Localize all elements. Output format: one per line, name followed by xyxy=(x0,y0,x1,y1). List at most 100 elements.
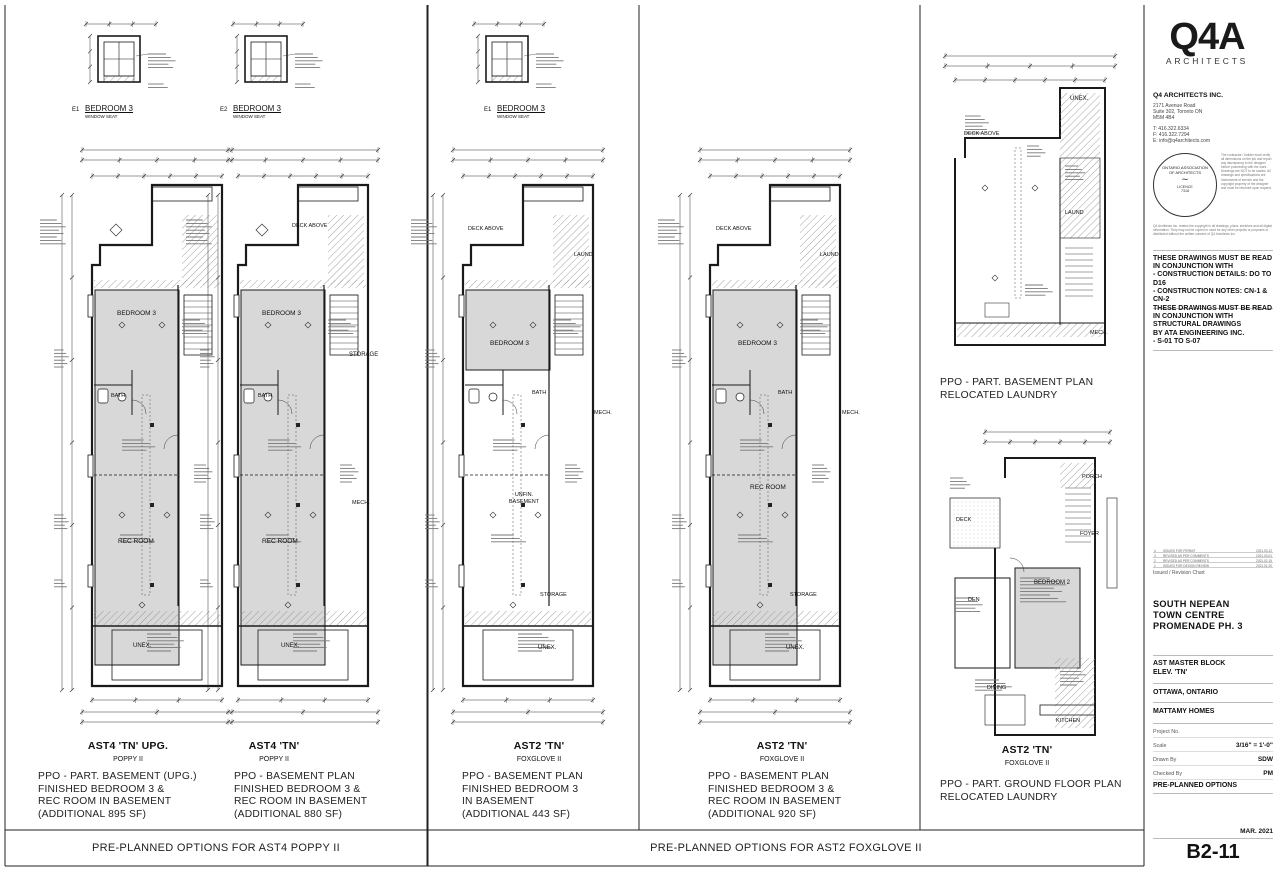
copyright: Q4 Architects Inc. retains the copyright… xyxy=(1153,224,1272,237)
desc-line: REC ROOM IN BASEMENT xyxy=(234,796,368,807)
room-label-bedroom3: BEDROOM 3 xyxy=(490,340,530,347)
light-symbol xyxy=(264,321,272,329)
stair xyxy=(554,294,584,356)
room-label-deck: DECK xyxy=(956,517,972,523)
toilet xyxy=(243,388,255,404)
field-row: Scale 3/16" = 1'-0" xyxy=(1153,738,1273,752)
light-symbol xyxy=(776,321,784,329)
title-block: Q4A ARCHITECTS Q4 ARCHITECTS INC. 2171 A… xyxy=(1146,5,1276,866)
window xyxy=(458,564,465,588)
unex-box xyxy=(729,629,821,681)
dimension-tick xyxy=(475,33,481,39)
plan-subtitle: FOXGLOVE II xyxy=(1004,760,1050,767)
revision-date: 2021.01.20 xyxy=(1256,563,1272,568)
detail-tag: E1 xyxy=(72,107,80,113)
dimension-tick xyxy=(69,357,75,363)
door-swing xyxy=(277,399,293,415)
room-label-unfin: UNFIN. BASEMENT xyxy=(508,492,540,505)
dimension-tick xyxy=(687,687,693,693)
plan-title-block-3: AST2 'TN' FOXGLOVE II xyxy=(489,740,589,763)
dimension-tick xyxy=(440,522,446,528)
window xyxy=(705,294,712,318)
plan-title-block-4: AST2 'TN' FOXGLOVE II xyxy=(732,740,832,763)
light-symbol xyxy=(138,601,146,609)
sheet-name: PRE-PLANNED OPTIONS xyxy=(1153,782,1273,794)
sheet-frame xyxy=(4,5,1145,867)
room-label-bedroom3: BEDROOM 3 xyxy=(262,310,302,317)
hatched-zone xyxy=(800,215,836,285)
column xyxy=(296,583,300,587)
window xyxy=(458,294,465,318)
toilet xyxy=(468,388,480,404)
light-symbol xyxy=(736,511,744,519)
field-row: Checked By PM xyxy=(1153,766,1273,780)
column xyxy=(296,503,300,507)
plan-title: AST2 'TN' xyxy=(756,740,808,752)
hatched-zone xyxy=(465,280,591,288)
light-symbol xyxy=(489,511,497,519)
door-swing xyxy=(749,399,765,415)
dimension-tick xyxy=(215,440,221,445)
exterior-wall xyxy=(708,183,842,688)
plan-title: AST4 'TN' xyxy=(248,740,300,752)
window-seat-detail xyxy=(230,21,323,88)
revision-no: 2 xyxy=(1154,558,1156,563)
toilet xyxy=(97,388,109,404)
dimension-tick xyxy=(430,687,436,693)
column xyxy=(521,503,525,507)
revision-no: 3 xyxy=(1154,553,1156,558)
desc-line: PPO - BASEMENT PLAN xyxy=(234,771,355,782)
leader xyxy=(135,53,149,57)
plan-description-2: PPO - BASEMENT PLAN FINISHED BEDROOM 3 &… xyxy=(234,771,414,821)
revision-desc: ISSUED FOR DESIGN REVIEW xyxy=(1163,563,1210,568)
project-line: PROMENADE PH. 3 xyxy=(1153,621,1243,631)
dimension-tick xyxy=(87,49,93,54)
sheet-number: B2-11 xyxy=(1153,838,1273,864)
room-label-laund: LAUND xyxy=(820,252,839,258)
duct xyxy=(1014,147,1022,299)
dimension-tick xyxy=(475,79,481,85)
hatched-zone xyxy=(553,215,589,285)
window xyxy=(87,564,94,588)
room-label-mech: MECH. xyxy=(594,410,612,416)
unex-box xyxy=(257,629,349,681)
hatched-zone xyxy=(328,215,364,285)
leader xyxy=(523,53,537,57)
column xyxy=(521,423,525,427)
desc-line: FINISHED BEDROOM 3 & xyxy=(38,783,165,795)
field-row: Project No. xyxy=(1153,724,1273,738)
light-symbol xyxy=(264,511,272,519)
address-line: M5M 4B4 xyxy=(1153,115,1175,121)
hatched-zone xyxy=(465,611,591,625)
hatched-zone xyxy=(182,215,218,285)
column xyxy=(768,423,772,427)
dimension-tick xyxy=(59,192,65,198)
basement-plan xyxy=(411,147,606,725)
plan-description-3: PPO - BASEMENT PLAN FINISHED BEDROOM 3 I… xyxy=(462,771,632,821)
plan-subtitle: POPPY II xyxy=(113,756,143,763)
hatched-zone xyxy=(1060,463,1095,488)
detail-tag: E2 xyxy=(220,107,228,113)
room-label-rec: REC ROOM xyxy=(262,538,298,545)
revision-date: 2021.03.12 xyxy=(1256,548,1272,553)
field-value: SDW xyxy=(1257,756,1273,763)
room-label-bedroom3: BEDROOM 3 xyxy=(117,310,157,317)
room-label-foyer: FOYER xyxy=(1080,531,1099,537)
hatched-zone xyxy=(240,280,366,288)
sink xyxy=(735,392,745,402)
detail-tag: E1 xyxy=(484,107,492,113)
desc-line: IN BASEMENT xyxy=(462,796,535,807)
revision-date: 2021.03.01 xyxy=(1256,553,1272,558)
desc-line: PPO - BASEMENT PLAN xyxy=(462,771,583,782)
dimension-tick xyxy=(677,192,683,198)
den xyxy=(954,577,1011,669)
light-symbol xyxy=(534,511,542,519)
column xyxy=(150,503,154,507)
stair xyxy=(801,294,831,356)
room-label-storage: STORAGE xyxy=(790,592,817,598)
dimension-tick xyxy=(475,49,481,54)
finished-room xyxy=(712,289,798,666)
